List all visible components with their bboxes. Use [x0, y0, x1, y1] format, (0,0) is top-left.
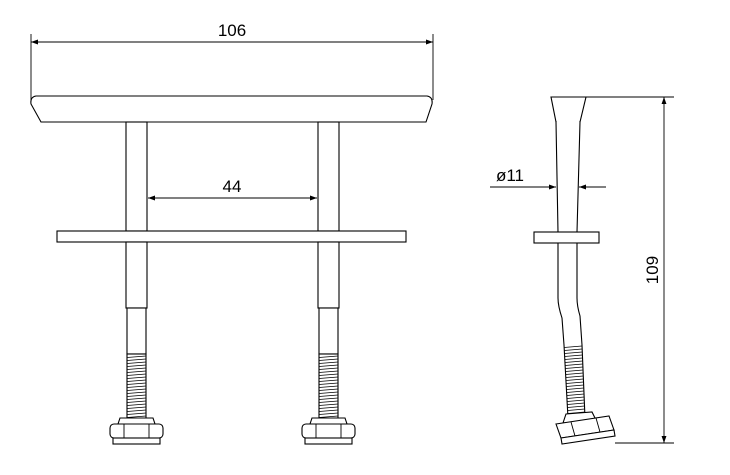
thread-line — [566, 384, 584, 387]
thread-line — [126, 412, 147, 415]
thread-line — [318, 376, 339, 379]
thread-line — [318, 361, 339, 364]
thread-line — [318, 397, 339, 400]
thread-line — [126, 385, 147, 388]
thread-line — [318, 355, 339, 358]
side-handle-head — [550, 96, 587, 127]
thread-line — [126, 409, 147, 412]
thread-line — [318, 364, 339, 367]
rod-diameter-label: ø11 — [496, 166, 524, 185]
handle-top-plate — [30, 95, 433, 123]
thread-line — [318, 367, 339, 370]
left-rod-upper — [125, 121, 148, 232]
thread-line — [318, 409, 339, 412]
thread-line — [563, 345, 583, 348]
left-nut — [109, 423, 164, 439]
thread-line — [126, 376, 147, 379]
bolt-spacing-dimension: 44 — [148, 177, 317, 201]
thread-line — [565, 378, 584, 381]
thread-line — [566, 381, 584, 384]
thread-line — [126, 415, 147, 418]
thread-line — [126, 388, 147, 391]
thread-line — [567, 405, 585, 408]
thread-line — [565, 363, 583, 366]
front-view: 106 44 — [30, 21, 434, 445]
thread-line — [318, 403, 339, 406]
thread-line — [318, 394, 339, 397]
thread-line — [564, 351, 583, 354]
thread-line — [564, 348, 583, 351]
rod-diameter-dimension: ø11 — [490, 166, 606, 190]
thread-line — [564, 357, 583, 360]
thread-line — [567, 399, 585, 402]
thread-line — [126, 406, 147, 409]
thread-line — [318, 370, 339, 373]
thread-line — [126, 382, 147, 385]
thread-line — [318, 391, 339, 394]
left-nut-base — [112, 437, 161, 445]
thread-line — [318, 379, 339, 382]
thread-line — [566, 390, 585, 393]
thread-line — [126, 394, 147, 397]
thread-line — [126, 358, 147, 361]
thread-line — [564, 360, 583, 363]
right-nut — [301, 423, 356, 439]
thread-line — [567, 402, 585, 405]
thread-line — [565, 369, 584, 372]
thread-line — [318, 388, 339, 391]
bolt-spacing-label: 44 — [223, 177, 242, 196]
overall-height-label: 109 — [643, 256, 662, 284]
side-rod-upper — [555, 121, 581, 233]
thread-line — [567, 408, 585, 411]
thread-line — [318, 382, 339, 385]
thread-line — [126, 391, 147, 394]
thread-line — [126, 370, 147, 373]
side-plate — [533, 231, 600, 244]
thread-line — [318, 412, 339, 415]
thread-line — [126, 403, 147, 406]
thread-line — [318, 373, 339, 376]
thread-line — [564, 354, 583, 357]
right-nut-base — [304, 437, 353, 445]
overall-width-label: 106 — [218, 21, 246, 40]
thread-line — [126, 355, 147, 358]
right-rod-upper — [317, 121, 340, 232]
thread-line — [565, 366, 583, 369]
thread-line — [566, 387, 584, 390]
thread-line — [126, 400, 147, 403]
thread-line — [318, 406, 339, 409]
left-bolt — [109, 241, 164, 445]
thread-line — [318, 385, 339, 388]
overall-height-dimension: 109 — [586, 96, 674, 444]
thread-line — [126, 373, 147, 376]
right-thread — [318, 355, 339, 421]
thread-line — [565, 375, 584, 378]
thread-line — [318, 358, 339, 361]
thread-line — [126, 397, 147, 400]
thread-line — [126, 364, 147, 367]
thread-line — [566, 396, 585, 399]
thread-line — [318, 415, 339, 418]
right-bolt — [301, 241, 356, 445]
thread-line — [318, 400, 339, 403]
base-plate — [56, 230, 407, 243]
right-washer — [309, 417, 348, 425]
thread-line — [126, 367, 147, 370]
side-view: ø11 109 — [490, 96, 674, 445]
thread-line — [566, 393, 585, 396]
thread-line — [565, 372, 584, 375]
thread-line — [126, 379, 147, 382]
left-washer — [117, 417, 156, 425]
thread-line — [126, 361, 147, 364]
side-nut-base — [560, 429, 616, 445]
overall-width-dimension: 106 — [30, 21, 434, 100]
